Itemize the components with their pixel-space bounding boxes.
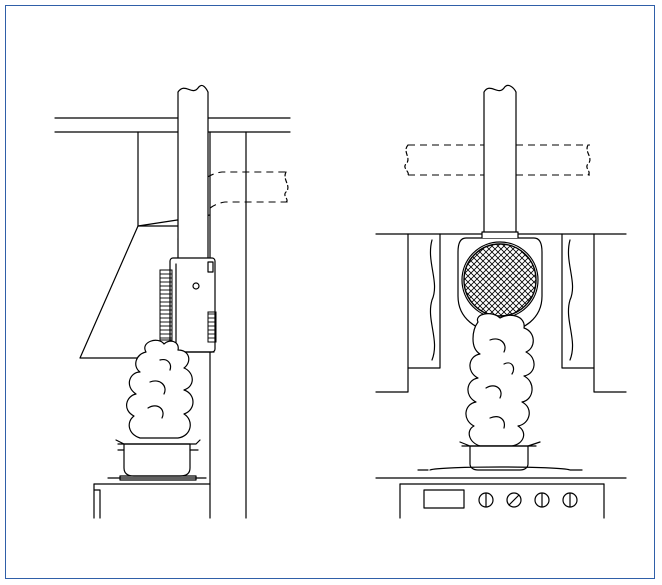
pot-front [459,441,541,471]
fan-unit-front [457,231,543,333]
duct-top-break [177,84,209,93]
range-side [93,475,211,519]
range-front [375,466,627,519]
cabinet-left-box [375,233,409,393]
control-knobs [478,492,578,508]
smoke-plume-side [126,339,194,439]
diagram-frame [5,5,655,579]
smoke-plume-front [465,313,535,447]
side-view [54,84,291,519]
vertical-duct-front [483,92,517,239]
cabinet-left-inner [407,233,441,369]
pot-side [115,439,201,477]
fan-unit-side [159,257,217,353]
alt-duct-end [284,171,289,203]
control-display [423,489,465,509]
vertical-duct-side [177,92,209,263]
cabinet-right-box [593,233,627,393]
duct-top-break-front [483,84,517,93]
front-view [375,84,627,519]
cabinet-right-inner [561,233,595,369]
